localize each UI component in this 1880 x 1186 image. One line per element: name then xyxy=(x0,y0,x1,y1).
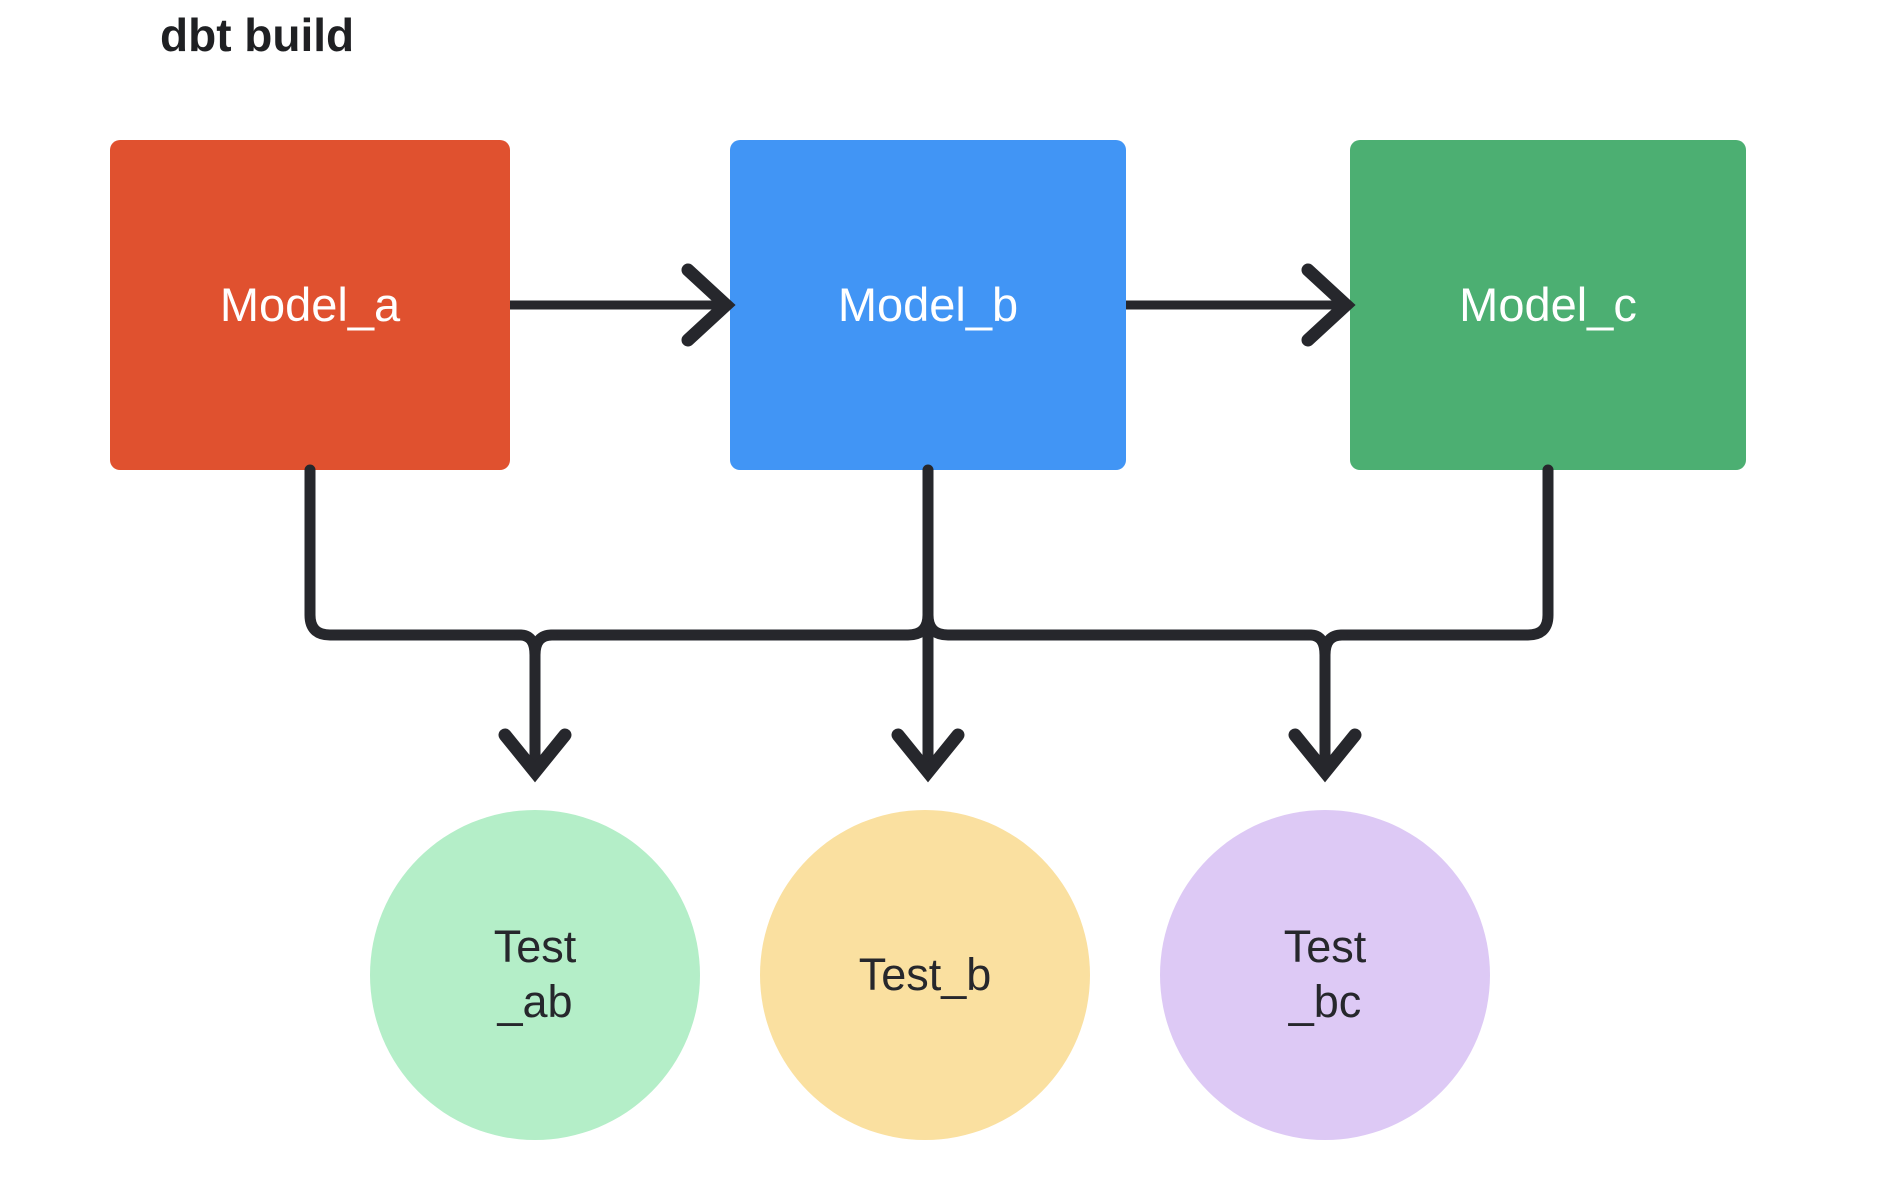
node-model-c-shape[interactable] xyxy=(1350,140,1746,470)
node-test-bc-shape[interactable] xyxy=(1160,810,1490,1140)
page-title: dbt build xyxy=(160,9,355,61)
arrowhead-test-ab xyxy=(498,728,572,783)
edge-drop-test-ab xyxy=(498,629,572,783)
node-model-a-shape[interactable] xyxy=(110,140,510,470)
edge-model-b-to-test-bc xyxy=(922,609,1316,641)
node-test-ab-shape[interactable] xyxy=(370,810,700,1140)
edge-model-b-to-test-ab xyxy=(546,609,934,641)
edge-model-a-to-bus xyxy=(304,464,526,641)
edge-drop-test-b xyxy=(891,728,965,783)
edge-drop-test-bc xyxy=(1288,629,1362,783)
edge-model-b-to-model-c xyxy=(1126,263,1356,347)
arrowhead-test-b xyxy=(891,728,965,783)
node-test-b-shape[interactable] xyxy=(760,810,1090,1140)
node-model-b-shape[interactable] xyxy=(730,140,1126,470)
arrowhead-test-bc xyxy=(1288,728,1362,783)
edge-model-c-to-bus xyxy=(1336,464,1554,641)
edge-model-a-to-model-b xyxy=(510,263,736,347)
